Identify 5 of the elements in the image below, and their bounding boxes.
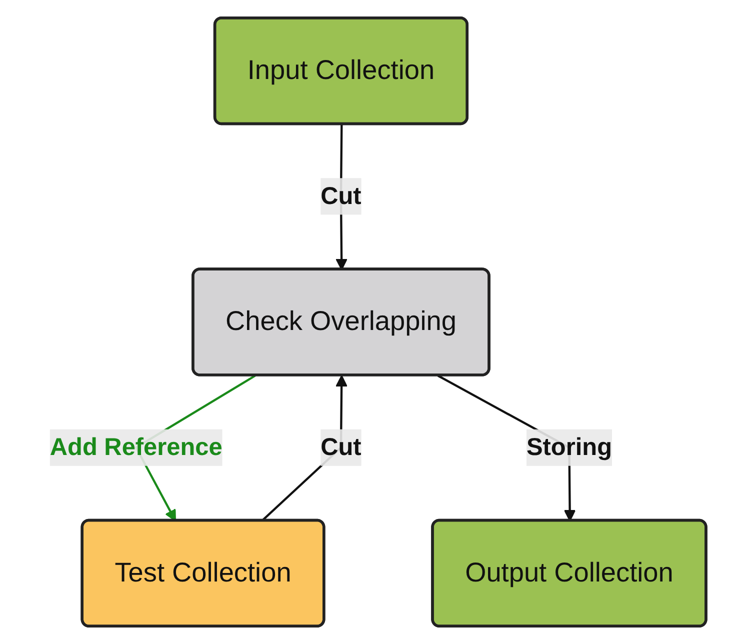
edge-label: Storing bbox=[526, 432, 612, 460]
flowchart: Cut Add Reference Cut Storing Input Collection Check Overlapping Test Collection Output Collection bbox=[39, 6, 717, 636]
edge-label: Add Reference bbox=[50, 432, 222, 460]
edge-label: Cut bbox=[320, 182, 362, 209]
edge-label: Cut bbox=[320, 432, 362, 460]
